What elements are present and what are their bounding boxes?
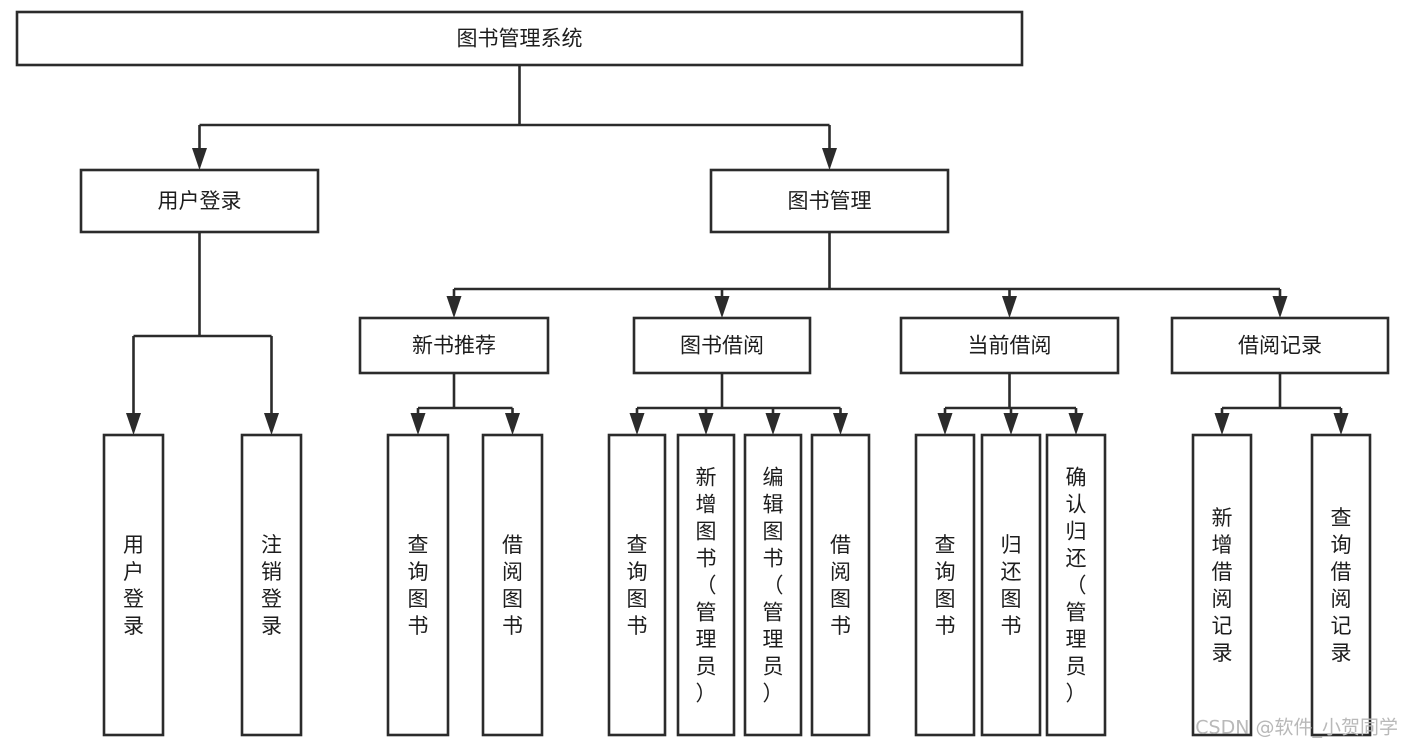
node-label-l_confirm_return: 确认归还（管理员） <box>1066 466 1087 706</box>
node-box-l_confirm_return <box>1045 433 1107 737</box>
edge-group-n_current_borrow <box>937 373 1084 435</box>
node-label-n_book_borrow: 图书借阅 <box>680 334 764 358</box>
node-n_current_borrow[interactable]: 当前借阅 <box>899 316 1120 375</box>
node-l_query_book_3[interactable]: 查询图书 <box>914 433 976 737</box>
node-l_add_record[interactable]: 新增借阅记录 <box>1191 433 1253 737</box>
edge-group-n_user_login <box>126 232 279 435</box>
node-label-n_current_borrow: 当前借阅 <box>968 334 1052 358</box>
node-label-l_query_book_2: 查询图书 <box>627 533 648 638</box>
node-l_confirm_return[interactable]: 确认归还（管理员） <box>1045 433 1107 737</box>
node-box-n_book_borrow <box>632 316 812 375</box>
node-n_book_borrow[interactable]: 图书借阅 <box>632 316 812 375</box>
node-root[interactable]: 图书管理系统 <box>15 10 1024 67</box>
node-box-n_book_manage <box>709 168 950 234</box>
node-box-l_query_record <box>1310 433 1372 737</box>
node-label-l_add_record: 新增借阅记录 <box>1212 506 1233 665</box>
node-layer: 图书管理系统用户登录图书管理新书推荐图书借阅当前借阅借阅记录用户登录注销登录查询… <box>15 10 1390 737</box>
node-box-l_query_book_3 <box>914 433 976 737</box>
edge-group-n_borrow_record <box>1214 373 1349 435</box>
node-l_borrow_book_1[interactable]: 借阅图书 <box>481 433 544 737</box>
node-n_new_book[interactable]: 新书推荐 <box>358 316 550 375</box>
node-box-l_edit_book <box>743 433 803 737</box>
node-label-n_new_book: 新书推荐 <box>412 334 496 358</box>
node-box-n_borrow_record <box>1170 316 1390 375</box>
node-box-l_user_login <box>102 433 165 737</box>
node-n_borrow_record[interactable]: 借阅记录 <box>1170 316 1390 375</box>
edge-group-n_new_book <box>410 373 520 435</box>
node-box-l_borrow_book_1 <box>481 433 544 737</box>
node-l_return_book[interactable]: 归还图书 <box>980 433 1042 737</box>
node-l_query_book_1[interactable]: 查询图书 <box>386 433 450 737</box>
node-label-l_return_book: 归还图书 <box>1001 533 1022 638</box>
node-box-l_borrow_book_2 <box>810 433 871 737</box>
node-label-l_borrow_book_2: 借阅图书 <box>830 533 851 638</box>
node-l_user_login[interactable]: 用户登录 <box>102 433 165 737</box>
node-l_borrow_book_2[interactable]: 借阅图书 <box>810 433 871 737</box>
edge-group-n_book_manage <box>446 232 1288 318</box>
node-label-l_add_book: 新增图书（管理员） <box>696 466 717 706</box>
node-l_query_book_2[interactable]: 查询图书 <box>607 433 667 737</box>
node-box-l_query_book_2 <box>607 433 667 737</box>
node-box-n_current_borrow <box>899 316 1120 375</box>
node-box-l_logout <box>240 433 303 737</box>
node-label-l_logout: 注销登录 <box>261 533 282 638</box>
node-box-l_add_book <box>676 433 736 737</box>
node-label-l_query_record: 查询借阅记录 <box>1331 506 1352 665</box>
node-label-l_borrow_book_1: 借阅图书 <box>502 533 523 638</box>
node-label-l_edit_book: 编辑图书（管理员） <box>763 466 784 706</box>
node-box-n_new_book <box>358 316 550 375</box>
edge-group-n_book_borrow <box>629 373 848 435</box>
node-box-l_add_record <box>1191 433 1253 737</box>
node-label-l_query_book_3: 查询图书 <box>935 533 956 638</box>
node-l_add_book[interactable]: 新增图书（管理员） <box>676 433 736 737</box>
node-l_edit_book[interactable]: 编辑图书（管理员） <box>743 433 803 737</box>
node-box-root <box>15 10 1024 67</box>
node-box-l_query_book_1 <box>386 433 450 737</box>
edge-group-root <box>192 65 837 170</box>
node-label-n_borrow_record: 借阅记录 <box>1238 334 1322 358</box>
node-box-n_user_login <box>79 168 320 234</box>
node-n_book_manage[interactable]: 图书管理 <box>709 168 950 234</box>
csdn-watermark: CSDN @软件_小贺同学 <box>1195 717 1398 739</box>
node-n_user_login[interactable]: 用户登录 <box>79 168 320 234</box>
node-l_query_record[interactable]: 查询借阅记录 <box>1310 433 1372 737</box>
node-label-n_user_login: 用户登录 <box>158 189 242 213</box>
node-l_logout[interactable]: 注销登录 <box>240 433 303 737</box>
node-box-l_return_book <box>980 433 1042 737</box>
connector-layer <box>126 65 1349 435</box>
node-label-root: 图书管理系统 <box>457 27 583 51</box>
node-label-n_book_manage: 图书管理 <box>788 189 872 213</box>
node-label-l_user_login: 用户登录 <box>123 533 144 638</box>
node-label-l_query_book_1: 查询图书 <box>408 533 429 638</box>
